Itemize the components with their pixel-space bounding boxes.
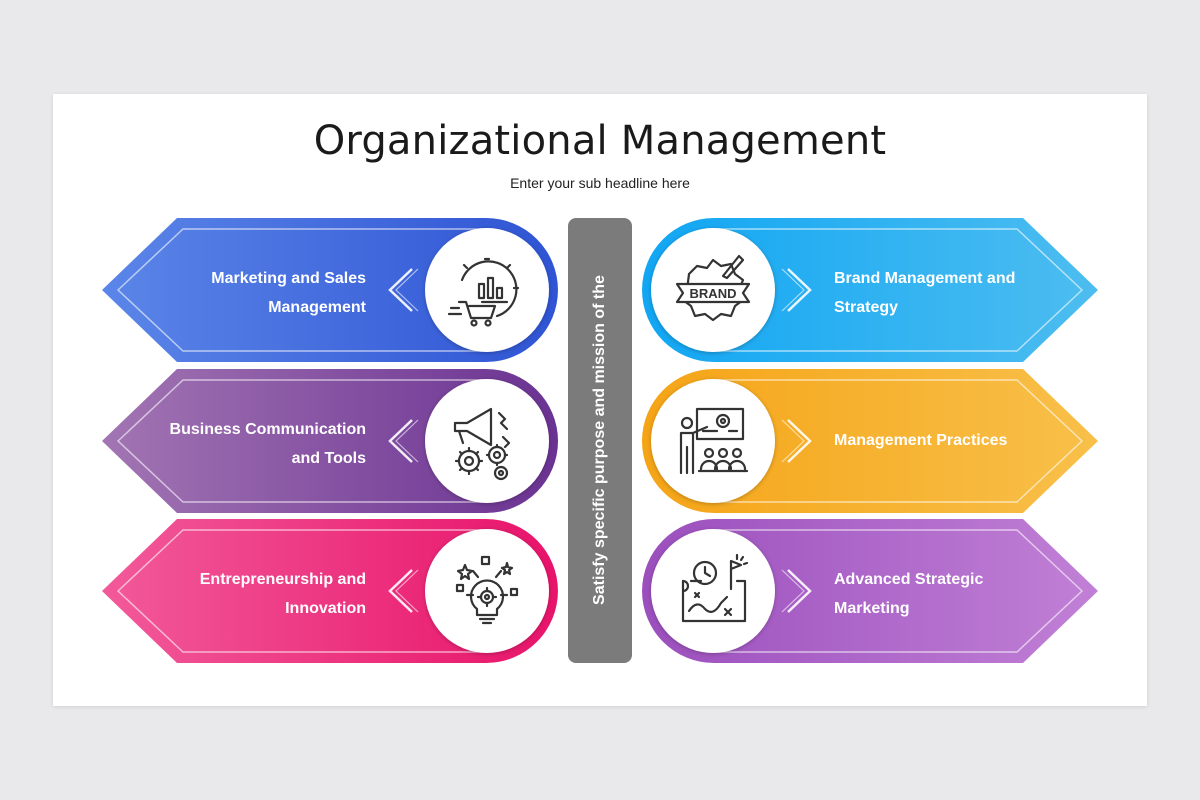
- item-label-marketing-sales: Marketing and Sales Management: [150, 264, 366, 322]
- label-line: Management Practices: [834, 432, 1008, 449]
- item-label-entrepreneurship: Entrepreneurship and Innovation: [150, 565, 366, 623]
- chevron-right-icon: [787, 419, 812, 463]
- label-line: Strategy: [834, 299, 899, 316]
- chevron-left-icon: [388, 268, 413, 312]
- center-bar-text: Satisfy specific purpose and mission of …: [591, 275, 608, 605]
- item-label-brand-management: Brand Management and Strategy: [834, 264, 1050, 322]
- brand-word: BRAND: [690, 286, 737, 301]
- brand-badge-icon: BRAND: [651, 228, 775, 352]
- item-label-business-communication: Business Communication and Tools: [150, 415, 366, 473]
- presentation-icon: [651, 379, 775, 503]
- label-line: Marketing: [834, 600, 910, 617]
- item-label-advanced-strategic: Advanced Strategic Marketing: [834, 565, 1050, 623]
- label-line: Management: [268, 299, 366, 316]
- chevron-left-icon: [388, 569, 413, 613]
- label-line: Brand Management and: [834, 270, 1016, 287]
- chevron-right-icon: [787, 569, 812, 613]
- page-title: Organizational Management: [313, 118, 887, 164]
- chevron-left-icon: [388, 419, 413, 463]
- lightbulb-gear-icon: [425, 529, 549, 653]
- label-line: and Tools: [291, 450, 366, 467]
- label-line: Entrepreneurship and: [199, 571, 366, 588]
- label-line: Marketing and Sales: [211, 270, 366, 287]
- label-line: Innovation: [285, 600, 366, 617]
- strategy-map-icon: [651, 529, 775, 653]
- chevron-right-icon: [787, 268, 812, 312]
- label-line: Business Communication: [169, 421, 366, 438]
- label-line: Advanced Strategic: [834, 571, 984, 588]
- center-bar: [568, 218, 632, 663]
- megaphone-gears-icon: [425, 379, 549, 503]
- page-subtitle: Enter your sub headline here: [510, 175, 690, 191]
- marketing-sales-icon: [425, 228, 549, 352]
- item-label-management-practices: Management Practices: [834, 426, 1050, 455]
